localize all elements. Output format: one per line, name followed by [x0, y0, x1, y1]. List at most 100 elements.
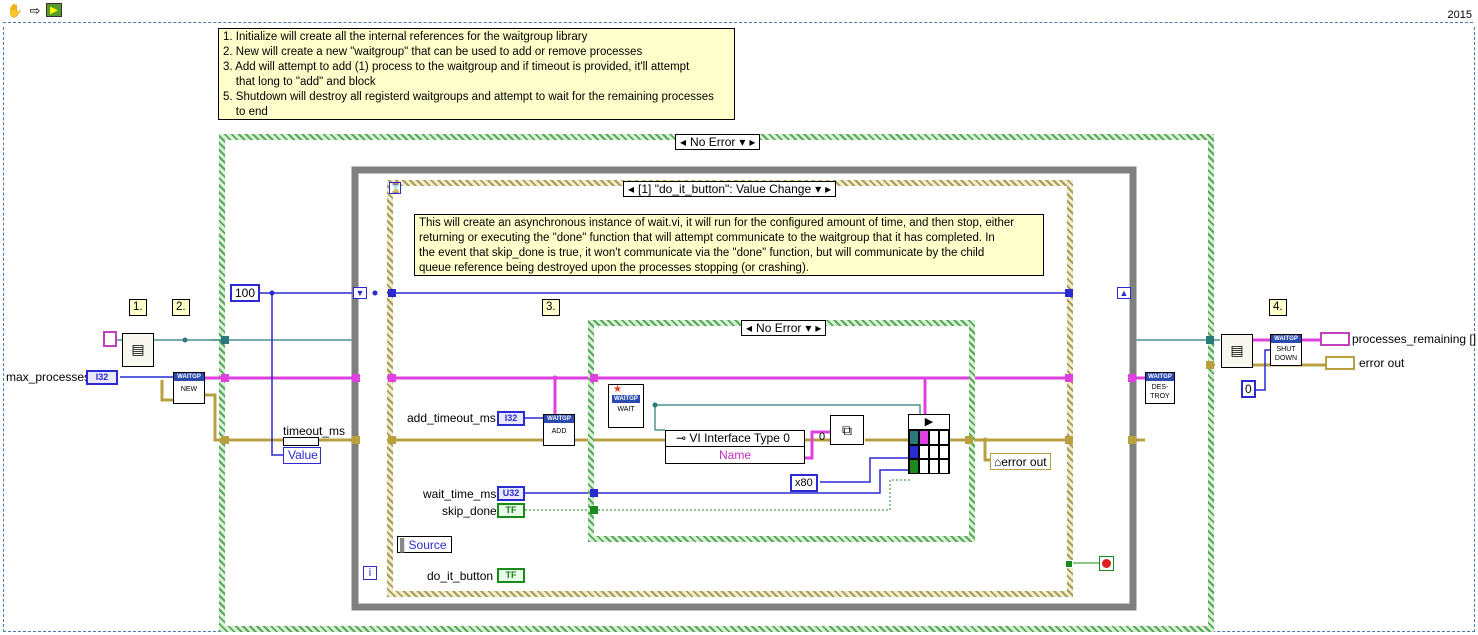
chevron-right-icon[interactable]: ▸ [825, 181, 832, 196]
key-icon: ⊸ [676, 431, 690, 445]
loop-stop-terminal[interactable] [1099, 556, 1114, 571]
hand-icon[interactable]: ✋ [6, 3, 24, 18]
max-processes-label: max_processes [6, 370, 91, 384]
step-3-label: 3. [542, 299, 560, 316]
inner-case-label: No Error [756, 320, 802, 335]
wait-vi-reference[interactable]: ★ WAITGP WAIT [608, 384, 644, 428]
shutdown-subvi-header: WAITGP [1271, 335, 1301, 343]
x80-constant[interactable]: x80 [790, 474, 818, 492]
do-it-button-label: do_it_button [427, 569, 494, 583]
chevron-left-icon[interactable]: ◂ [628, 181, 635, 196]
destroy-subvi-header: WAITGP [1146, 373, 1174, 381]
event-note: This will create an asynchronous instanc… [414, 214, 1044, 276]
outer-case-selector[interactable]: ◂ No Error ▾ ▸ [675, 134, 761, 150]
case-tunnel [590, 374, 598, 382]
add-subvi-label: ADD [551, 428, 567, 435]
processes-remaining-terminal[interactable] [1320, 332, 1350, 346]
ref-tunnel [1206, 336, 1214, 344]
async-call-node[interactable]: ▶ [908, 414, 950, 474]
play-icon: ▶ [909, 415, 949, 430]
ref-tunnel [221, 374, 229, 382]
shutdown-grid-subvi[interactable]: ▤ [1221, 334, 1253, 368]
open-vi-icon: ⧉ [842, 422, 852, 438]
loop-tunnel [352, 436, 360, 444]
ref-control-terminal[interactable] [103, 331, 117, 347]
event-case-selector[interactable]: ◂ [1] "do_it_button": Value Change ▾ ▸ [623, 181, 837, 197]
event-tunnel [1065, 289, 1073, 297]
wait-subvi-label: WAIT [617, 406, 635, 413]
grid-icon: ▤ [1230, 342, 1244, 358]
error-out-inner-indicator[interactable]: ⌂error out [990, 453, 1051, 470]
initialize-subvi[interactable]: ▤ [122, 333, 154, 367]
home-icon: ⌂ [994, 455, 1002, 469]
skip-done-terminal[interactable]: TF [497, 503, 525, 518]
chevron-right-icon[interactable]: ▸ [749, 134, 756, 149]
top-note-line: 3. Add will attempt to add (1) process t… [223, 61, 690, 73]
top-note-line: 5. Shutdown will destroy all registerd w… [223, 91, 714, 103]
top-note: 1. Initialize will create all the intern… [218, 28, 735, 120]
new-subvi[interactable]: WAITGP NEW [173, 372, 205, 404]
connector-pane [909, 430, 949, 474]
zero-inner-constant: 0 [819, 431, 826, 443]
chevron-down-icon[interactable]: ▾ [815, 181, 822, 196]
case-tunnel [590, 489, 598, 497]
wait-time-ms-terminal[interactable]: U32 [497, 486, 525, 501]
timeout-node-header [283, 437, 319, 446]
event-tunnel [1065, 374, 1073, 382]
zero-constant[interactable]: 0 [1241, 380, 1256, 398]
error-out-label: error out [1359, 356, 1405, 370]
timeout-ms-label: timeout_ms [283, 424, 346, 438]
add-subvi-header: WAITGP [544, 415, 574, 423]
event-tunnel [388, 289, 396, 297]
value-property[interactable]: Value [283, 447, 321, 464]
shift-register-left-icon[interactable]: ▼ [353, 287, 367, 299]
top-note-line: 1. Initialize will create all the intern… [223, 31, 588, 43]
error-out-terminal[interactable] [1325, 356, 1355, 370]
add-timeout-ms-terminal[interactable]: I32 [497, 411, 525, 426]
vi-interface-property-node[interactable]: ⊸ VI Interface Type 0 Name [665, 430, 805, 464]
add-subvi[interactable]: WAITGP ADD [543, 414, 575, 446]
grid-icon: ▤ [131, 341, 145, 357]
do-it-button-terminal[interactable]: TF [497, 568, 525, 583]
chevron-right-icon[interactable]: ▸ [815, 320, 822, 335]
event-tunnel [388, 436, 396, 444]
shutdown-subvi[interactable]: WAITGP SHUT DOWN [1270, 334, 1302, 366]
star-icon: ★ [613, 384, 622, 395]
tab-strip [3, 22, 1473, 28]
top-note-line: that long to "add" and block [223, 76, 376, 88]
max-processes-terminal[interactable]: I32 [86, 370, 118, 385]
hundred-constant[interactable]: 100 [230, 284, 261, 302]
source-event-data-node[interactable]: ▌Source [397, 536, 452, 553]
skip-done-label: skip_done [442, 504, 497, 518]
vi-interface-label: ⊸ VI Interface Type 0 [666, 431, 804, 447]
inner-case-selector[interactable]: ◂ No Error ▾ ▸ [741, 320, 827, 336]
event-note-line: the event that skip_done is true, it won… [419, 247, 985, 259]
new-subvi-label: NEW [180, 386, 198, 393]
hourglass-icon[interactable]: ⌛ [389, 182, 402, 194]
event-note-line: This will create an asynchronous instanc… [419, 217, 1015, 229]
add-timeout-ms-label: add_timeout_ms [407, 411, 496, 425]
shift-register-right-icon[interactable]: ▲ [1117, 287, 1131, 299]
highlight-icon[interactable]: ▶ [46, 3, 62, 17]
arrow-icon[interactable]: ⇨ [29, 3, 41, 18]
stop-icon [1102, 559, 1111, 568]
processes-remaining-label: processes_remaining [] [1352, 332, 1477, 346]
chevron-down-icon[interactable]: ▾ [739, 134, 746, 149]
open-vi-reference-node[interactable]: ⧉ [830, 415, 864, 445]
loop-tunnel [1128, 374, 1136, 382]
name-property[interactable]: Name [718, 448, 751, 462]
chevron-left-icon[interactable]: ◂ [680, 134, 687, 149]
step-1-label: 1. [129, 299, 147, 316]
case-tunnel [590, 506, 598, 514]
event-note-line: queue reference being destroyed upon the… [419, 262, 809, 274]
loop-iteration-terminal: i [363, 566, 377, 580]
destroy-subvi[interactable]: WAITGP DES-TROY [1145, 372, 1175, 404]
chevron-left-icon[interactable]: ◂ [746, 320, 753, 335]
shutdown-subvi-label: SHUT DOWN [1274, 346, 1298, 362]
chevron-down-icon[interactable]: ▾ [805, 320, 812, 335]
error-tunnel [221, 436, 229, 444]
outer-case-label: No Error [690, 134, 736, 149]
